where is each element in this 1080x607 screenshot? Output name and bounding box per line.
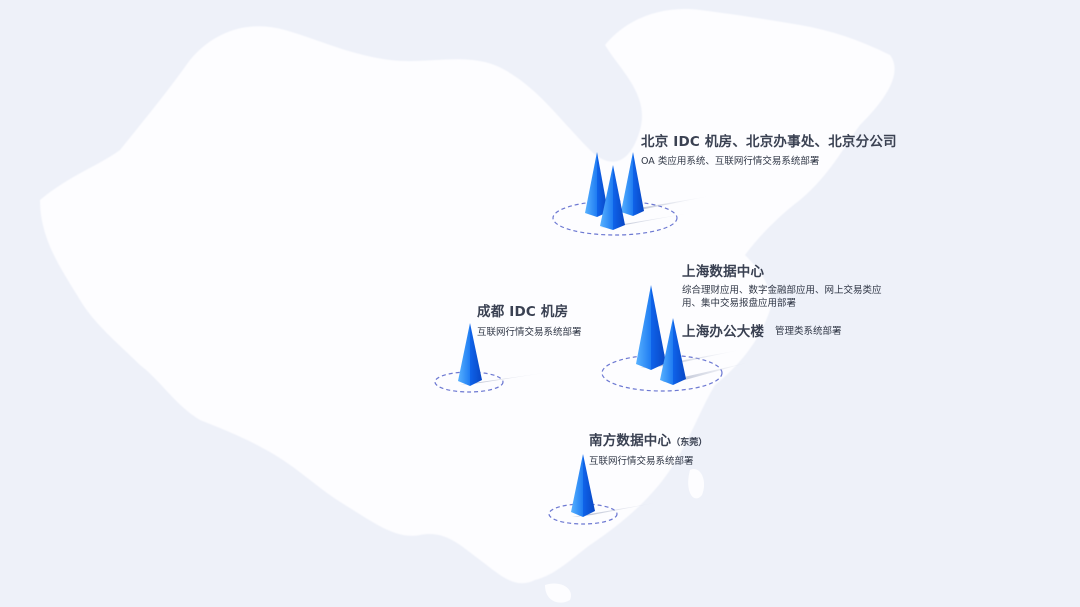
site-title-shanghai-dc: 上海数据中心 [682,264,765,280]
site-title-south: 南方数据中心 [589,433,672,449]
site-desc-south: 互联网行情交易系统部署 [589,456,694,467]
pin-shanghai-office [660,318,686,385]
china-landmass [40,9,895,584]
ring-chengdu [434,371,504,393]
island-hainan [545,583,571,603]
site-note-south: （东莞） [671,438,708,448]
site-desc-shanghai-dc: 综合理财应用、数字金融部应用、网上交易类应用、集中交易报盘应用部署 [682,285,882,309]
site-title-shanghai-office: 上海办公大楼 [682,324,765,340]
site-desc-shanghai-office: 管理类系统部署 [775,326,842,337]
pin-shadow [572,502,660,517]
pin-shadow [460,372,550,385]
site-title-beijing: 北京 IDC 机房、北京办事处、北京分公司 [641,134,897,150]
pin-beijing-1 [585,152,608,217]
pin-beijing-3 [621,152,644,216]
site-heading-south: 南方数据中心（东莞） [589,429,707,449]
ring-beijing [552,200,678,236]
pin-chengdu [458,323,482,386]
island-taiwan [688,469,705,499]
pin-south [571,454,595,517]
pin-shanghai-dc [636,285,666,370]
site-title-chengdu: 成都 IDC 机房 [477,304,569,320]
ring-south [548,503,618,525]
pin-beijing-2 [600,165,625,230]
site-desc-chengdu: 互联网行情交易系统部署 [477,327,582,338]
site-desc-beijing: OA 类应用系统、互联网行情交易系统部署 [641,156,820,167]
